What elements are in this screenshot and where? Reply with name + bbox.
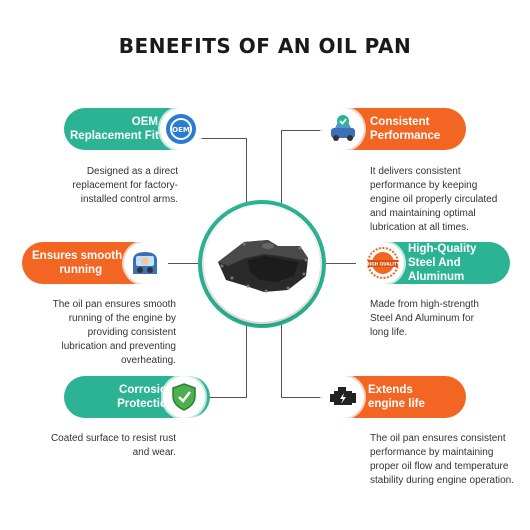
benefit-heading: Steel And [408, 257, 461, 269]
car-check-icon [322, 108, 364, 150]
benefit-heading: Ensures smooth [32, 250, 123, 262]
shield-check-icon [163, 376, 205, 418]
connector-line [192, 397, 247, 398]
connector-line [192, 138, 247, 139]
connector-line [246, 324, 247, 398]
oem-badge-icon: OEM [160, 108, 202, 150]
benefit-heading: Protection [117, 398, 174, 410]
benefit-description: It delivers consistent performance by ke… [370, 166, 498, 233]
benefit-description: The oil pan ensures smooth running of th… [52, 299, 176, 366]
connector-line [246, 138, 247, 204]
benefit-heading: Corrosion [119, 384, 174, 396]
benefit-heading: High-Quality [408, 243, 477, 255]
benefit-description: Coated surface to resist rust and wear. [50, 433, 176, 458]
connector-line [168, 263, 198, 264]
benefit-description: Made from high-strength Steel And Alumin… [370, 299, 479, 338]
connector-line [281, 324, 282, 398]
connector-line [281, 130, 325, 131]
high-quality-badge-text: HIGH QUALITY [366, 262, 401, 267]
driver-icon [124, 242, 166, 284]
connector-line [326, 263, 356, 264]
benefit-heading: Replacement Fit [70, 130, 159, 142]
benefit-description: The oil pan ensures consistent performan… [370, 433, 514, 486]
benefit-heading: Aluminum [408, 271, 465, 283]
benefit-heading: Consistent [370, 116, 430, 128]
engine-icon [322, 376, 364, 418]
high-quality-badge-icon: HIGH QUALITY [362, 242, 404, 284]
benefit-heading: Extends [368, 384, 413, 396]
connector-line [281, 397, 325, 398]
oil-pan-icon [218, 240, 308, 293]
benefit-heading: engine life [368, 398, 425, 410]
oil-pan-image [204, 206, 320, 322]
connector-line [281, 130, 282, 204]
page-title: BENEFITS OF AN OIL PAN [118, 34, 412, 58]
benefit-heading: running [59, 264, 103, 276]
benefit-heading: Performance [370, 130, 441, 142]
benefit-description: Designed as a direct replacement for fac… [72, 166, 178, 205]
benefit-heading: OEM [131, 116, 158, 128]
oem-badge-text: OEM [172, 126, 190, 134]
